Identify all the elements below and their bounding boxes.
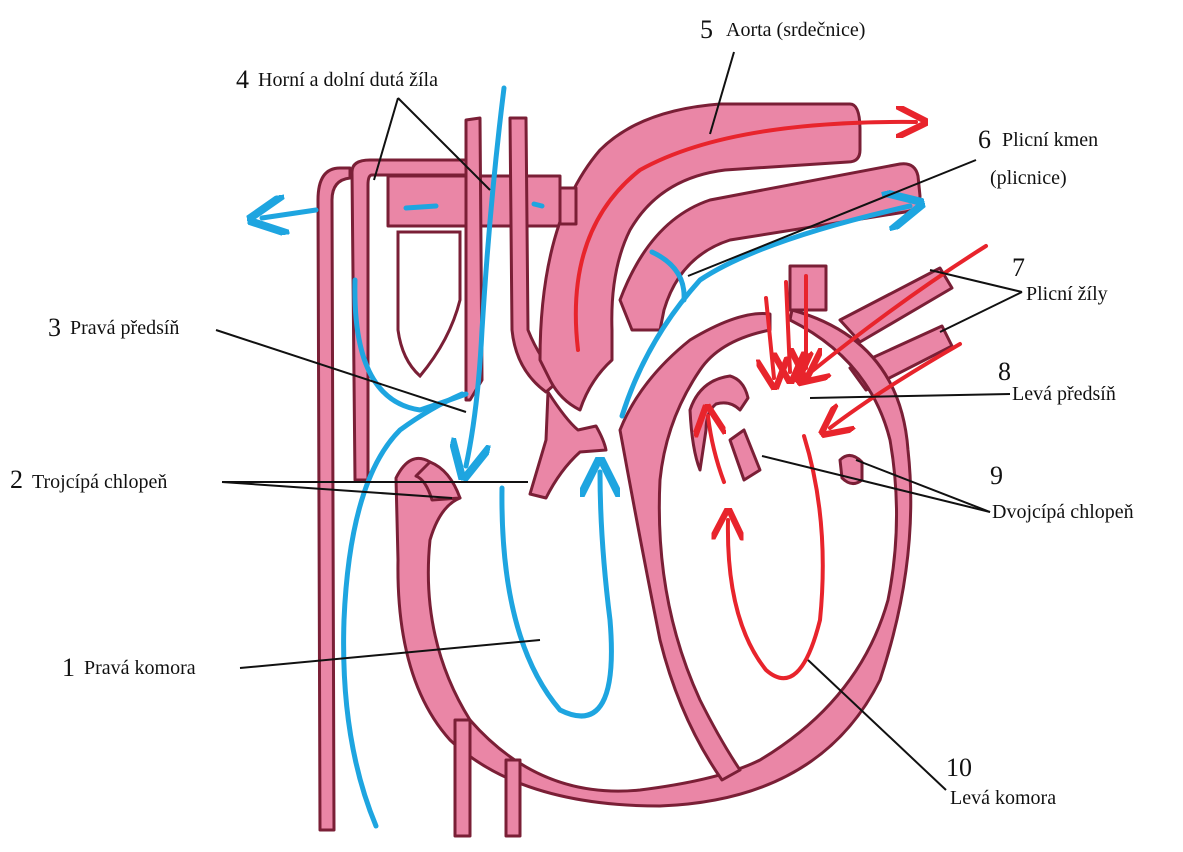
- flow-blue-dash-1: [406, 206, 436, 208]
- label-8-text: Levá předsíň: [1012, 383, 1116, 405]
- flow-blue-systemic-out: [262, 210, 316, 218]
- labels: 1 Pravá komora 2 Trojcípá chlopeň 3 Prav…: [10, 15, 1134, 809]
- label-2-number: 2: [10, 465, 23, 494]
- label-10-number: 10: [946, 753, 972, 782]
- leader-pravá-komora: [240, 640, 540, 668]
- vena-cava-outer-left: [318, 168, 350, 830]
- label-1-number: 1: [62, 653, 75, 682]
- label-9-text: Dvojcípá chlopeň: [992, 501, 1134, 523]
- label-5-text: Aorta (srdečnice): [726, 19, 865, 41]
- label-8-number: 8: [998, 357, 1011, 386]
- label-7-text: Plicní žíly: [1026, 283, 1108, 305]
- leader-plicni-zily-2: [940, 292, 1022, 332]
- leader-leva-predsin: [810, 394, 1010, 398]
- label-9-number: 9: [990, 461, 1003, 490]
- label-6-text2: (plicnice): [990, 167, 1067, 189]
- label-10-text: Levá komora: [950, 787, 1056, 809]
- inferior-vena-cava: [455, 720, 470, 836]
- flow-red-la-1: [766, 298, 774, 378]
- heart-walls: [318, 104, 952, 836]
- leader-dvojcipa-2: [856, 460, 990, 512]
- pulmonary-branch-upper: [560, 188, 576, 224]
- right-atrium-wall: [530, 392, 606, 498]
- mitral-leaflet-left: [730, 430, 760, 480]
- label-1-text: Pravá komora: [84, 657, 196, 679]
- flow-blue-rv: [502, 472, 611, 716]
- label-6-number: 6: [978, 125, 991, 154]
- flow-blue-dash-2: [534, 204, 542, 206]
- inferior-vena-cava-right: [506, 760, 520, 836]
- label-3-text: Pravá předsíň: [70, 317, 179, 339]
- label-4-number: 4: [236, 65, 249, 94]
- label-3-number: 3: [48, 313, 61, 342]
- label-6-text: Plicní kmen: [1002, 129, 1098, 151]
- label-2-text: Trojcípá chlopeň: [32, 471, 167, 493]
- label-4-text: Horní a dolní dutá žíla: [258, 69, 438, 91]
- label-7-number: 7: [1012, 253, 1025, 282]
- flow-red-la-up: [708, 416, 724, 482]
- interventricular-septum: [620, 314, 770, 780]
- label-5-number: 5: [700, 15, 713, 44]
- leader-dvojcipa-1: [762, 456, 990, 512]
- vena-cava-window: [398, 232, 460, 376]
